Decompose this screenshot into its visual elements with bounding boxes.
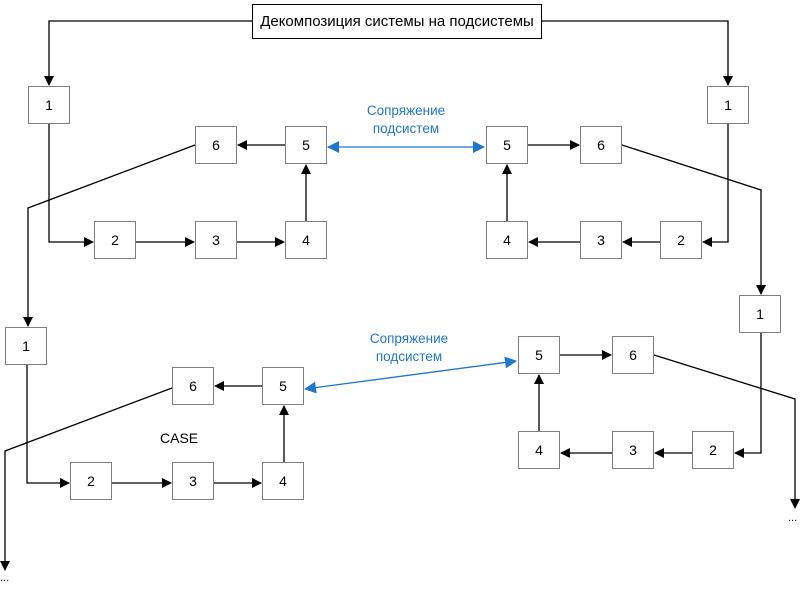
- line-tr6-br1: [621, 144, 766, 295]
- tr-box-2: 2: [660, 221, 702, 259]
- bl-box-1: 1: [5, 327, 47, 365]
- line-bl6-continue: [0, 387, 173, 571]
- arrow-br1-br2: [734, 333, 762, 458]
- arrow-tr1-tr2: [702, 124, 729, 247]
- arrow-bl1-bl2: [26, 365, 70, 488]
- interface-label-bottom: Сопряжение подсистем: [349, 330, 469, 366]
- br-box-3: 3: [612, 431, 654, 469]
- bl-box-5: 5: [262, 367, 304, 405]
- interface-label-top-line2: подсистем: [372, 121, 440, 136]
- interface-label-top: Сопряжение подсистем: [346, 102, 466, 138]
- interface-label-bottom-line2: подсистем: [375, 349, 443, 364]
- line-tl6-bl1: [23, 144, 196, 327]
- tr-box-5: 5: [486, 126, 528, 164]
- tl-box-4: 4: [285, 221, 327, 259]
- tl-box-6: 6: [195, 126, 237, 164]
- decomposition-title: Декомпозиция системы на подсистемы: [252, 4, 542, 39]
- tr-box-6: 6: [580, 126, 622, 164]
- br-box-6: 6: [612, 336, 654, 374]
- bl-box-4: 4: [262, 462, 304, 500]
- arrow-title-to-tr1: [542, 20, 733, 86]
- interface-label-bottom-line1: Сопряжение: [369, 331, 449, 346]
- continuation-right: ...: [788, 512, 798, 524]
- continuation-left: ...: [0, 572, 10, 584]
- arrow-title-to-tl1: [44, 20, 252, 86]
- tl-box-2: 2: [94, 221, 136, 259]
- tl-box-5: 5: [285, 126, 327, 164]
- br-box-2: 2: [692, 431, 734, 469]
- arrow-tl1-tl2: [48, 124, 94, 247]
- tr-box-1: 1: [707, 86, 749, 124]
- br-box-4: 4: [518, 431, 560, 469]
- tr-box-4: 4: [486, 221, 528, 259]
- bl-box-6: 6: [172, 367, 214, 405]
- bl-box-2: 2: [70, 462, 112, 500]
- tr-box-3: 3: [580, 221, 622, 259]
- br-box-1: 1: [739, 295, 781, 333]
- interface-label-top-line1: Сопряжение: [366, 103, 446, 118]
- bl-box-3: 3: [172, 462, 214, 500]
- interface-arrow-bottom: [304, 356, 517, 394]
- case-label: CASE: [160, 430, 199, 446]
- br-box-5: 5: [518, 336, 560, 374]
- line-br6-continue: [653, 354, 800, 509]
- tl-box-3: 3: [195, 221, 237, 259]
- tl-box-1: 1: [28, 86, 70, 124]
